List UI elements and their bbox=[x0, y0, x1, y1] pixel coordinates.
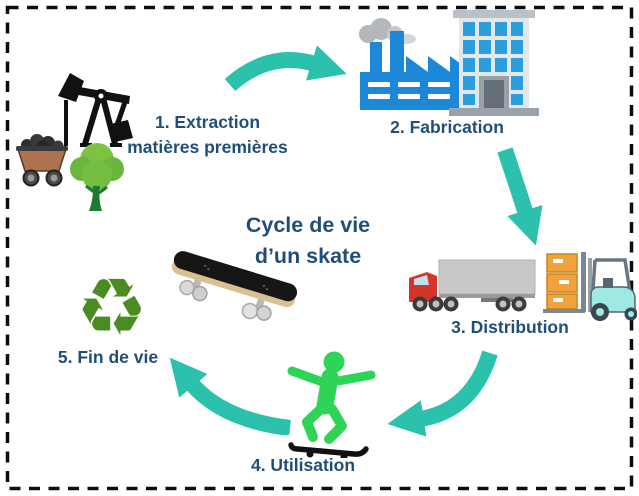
arrow-fabrication-to-distribution bbox=[497, 147, 543, 246]
label-fabrication: 2. Fabrication bbox=[390, 117, 504, 137]
arrow-utilisation-to-fin-de-vie bbox=[169, 357, 291, 435]
truck-icon bbox=[409, 259, 536, 312]
arrow-extraction-to-fabrication bbox=[224, 45, 347, 92]
office-building-icon bbox=[449, 10, 539, 116]
arrow-distribution-to-utilisation bbox=[388, 350, 498, 437]
oil-pump-icon bbox=[58, 73, 133, 147]
recycle-icon: ♻ bbox=[76, 261, 148, 354]
label-distribution: 3. Distribution bbox=[451, 317, 569, 337]
label-extraction-line1: 1. Extraction bbox=[154, 112, 261, 132]
forklift-icon bbox=[543, 252, 637, 321]
coal-cart-icon bbox=[16, 134, 68, 187]
diagram-title-line2: d’un skate bbox=[254, 244, 362, 268]
skater-icon bbox=[287, 351, 376, 458]
diagram-title: Cycle de vie d’un skate bbox=[223, 210, 393, 272]
label-utilisation: 4. Utilisation bbox=[250, 455, 356, 475]
label-extraction-line2: matières premières bbox=[127, 137, 288, 157]
label-fin-de-vie: 5. Fin de vie bbox=[57, 347, 159, 367]
skateboard-icon bbox=[171, 251, 298, 321]
tree-icon bbox=[70, 143, 124, 211]
label-extraction: 1. Extraction matières premières bbox=[110, 110, 305, 160]
factory-icon bbox=[359, 18, 472, 110]
diagram-title-line1: Cycle de vie bbox=[245, 213, 371, 237]
